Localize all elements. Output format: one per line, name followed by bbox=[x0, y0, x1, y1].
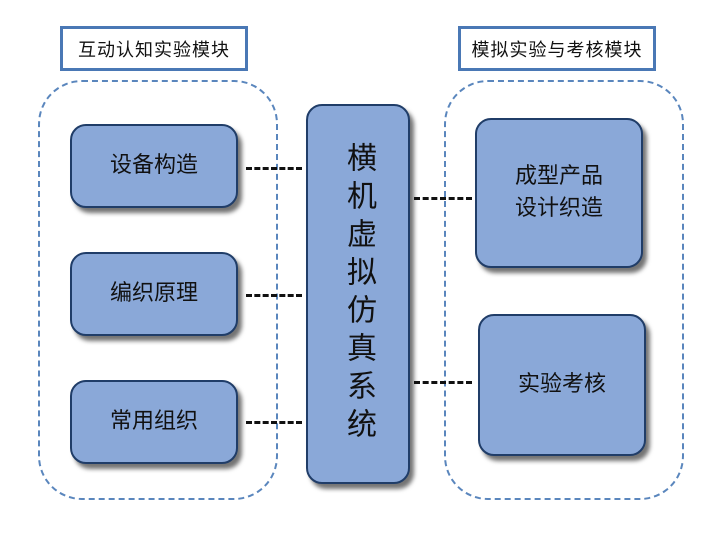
connector-knitting-principle bbox=[246, 294, 302, 297]
right-module-title: 模拟实验与考核模块 bbox=[458, 26, 656, 71]
experiment-assessment-box[interactable]: 实验考核 bbox=[478, 314, 646, 456]
connector-common-structure bbox=[246, 421, 302, 424]
left-module-title: 互动认知实验模块 bbox=[60, 26, 248, 71]
common-structure-box[interactable]: 常用组织 bbox=[70, 380, 238, 464]
knitting-machine-simulation-system-box[interactable]: 横机虚拟仿真系统 bbox=[306, 104, 410, 484]
device-structure-box[interactable]: 设备构造 bbox=[70, 124, 238, 208]
connector-device-structure bbox=[246, 167, 302, 170]
central-system-label: 横机虚拟仿真系统 bbox=[341, 142, 376, 446]
product-design-weaving-box[interactable]: 成型产品 设计织造 bbox=[475, 118, 643, 268]
knitting-principle-box[interactable]: 编织原理 bbox=[70, 252, 238, 336]
left-module-group bbox=[38, 80, 278, 500]
connector-experiment-assessment bbox=[414, 381, 472, 384]
connector-product-design bbox=[414, 197, 472, 200]
right-module-group bbox=[444, 80, 684, 500]
